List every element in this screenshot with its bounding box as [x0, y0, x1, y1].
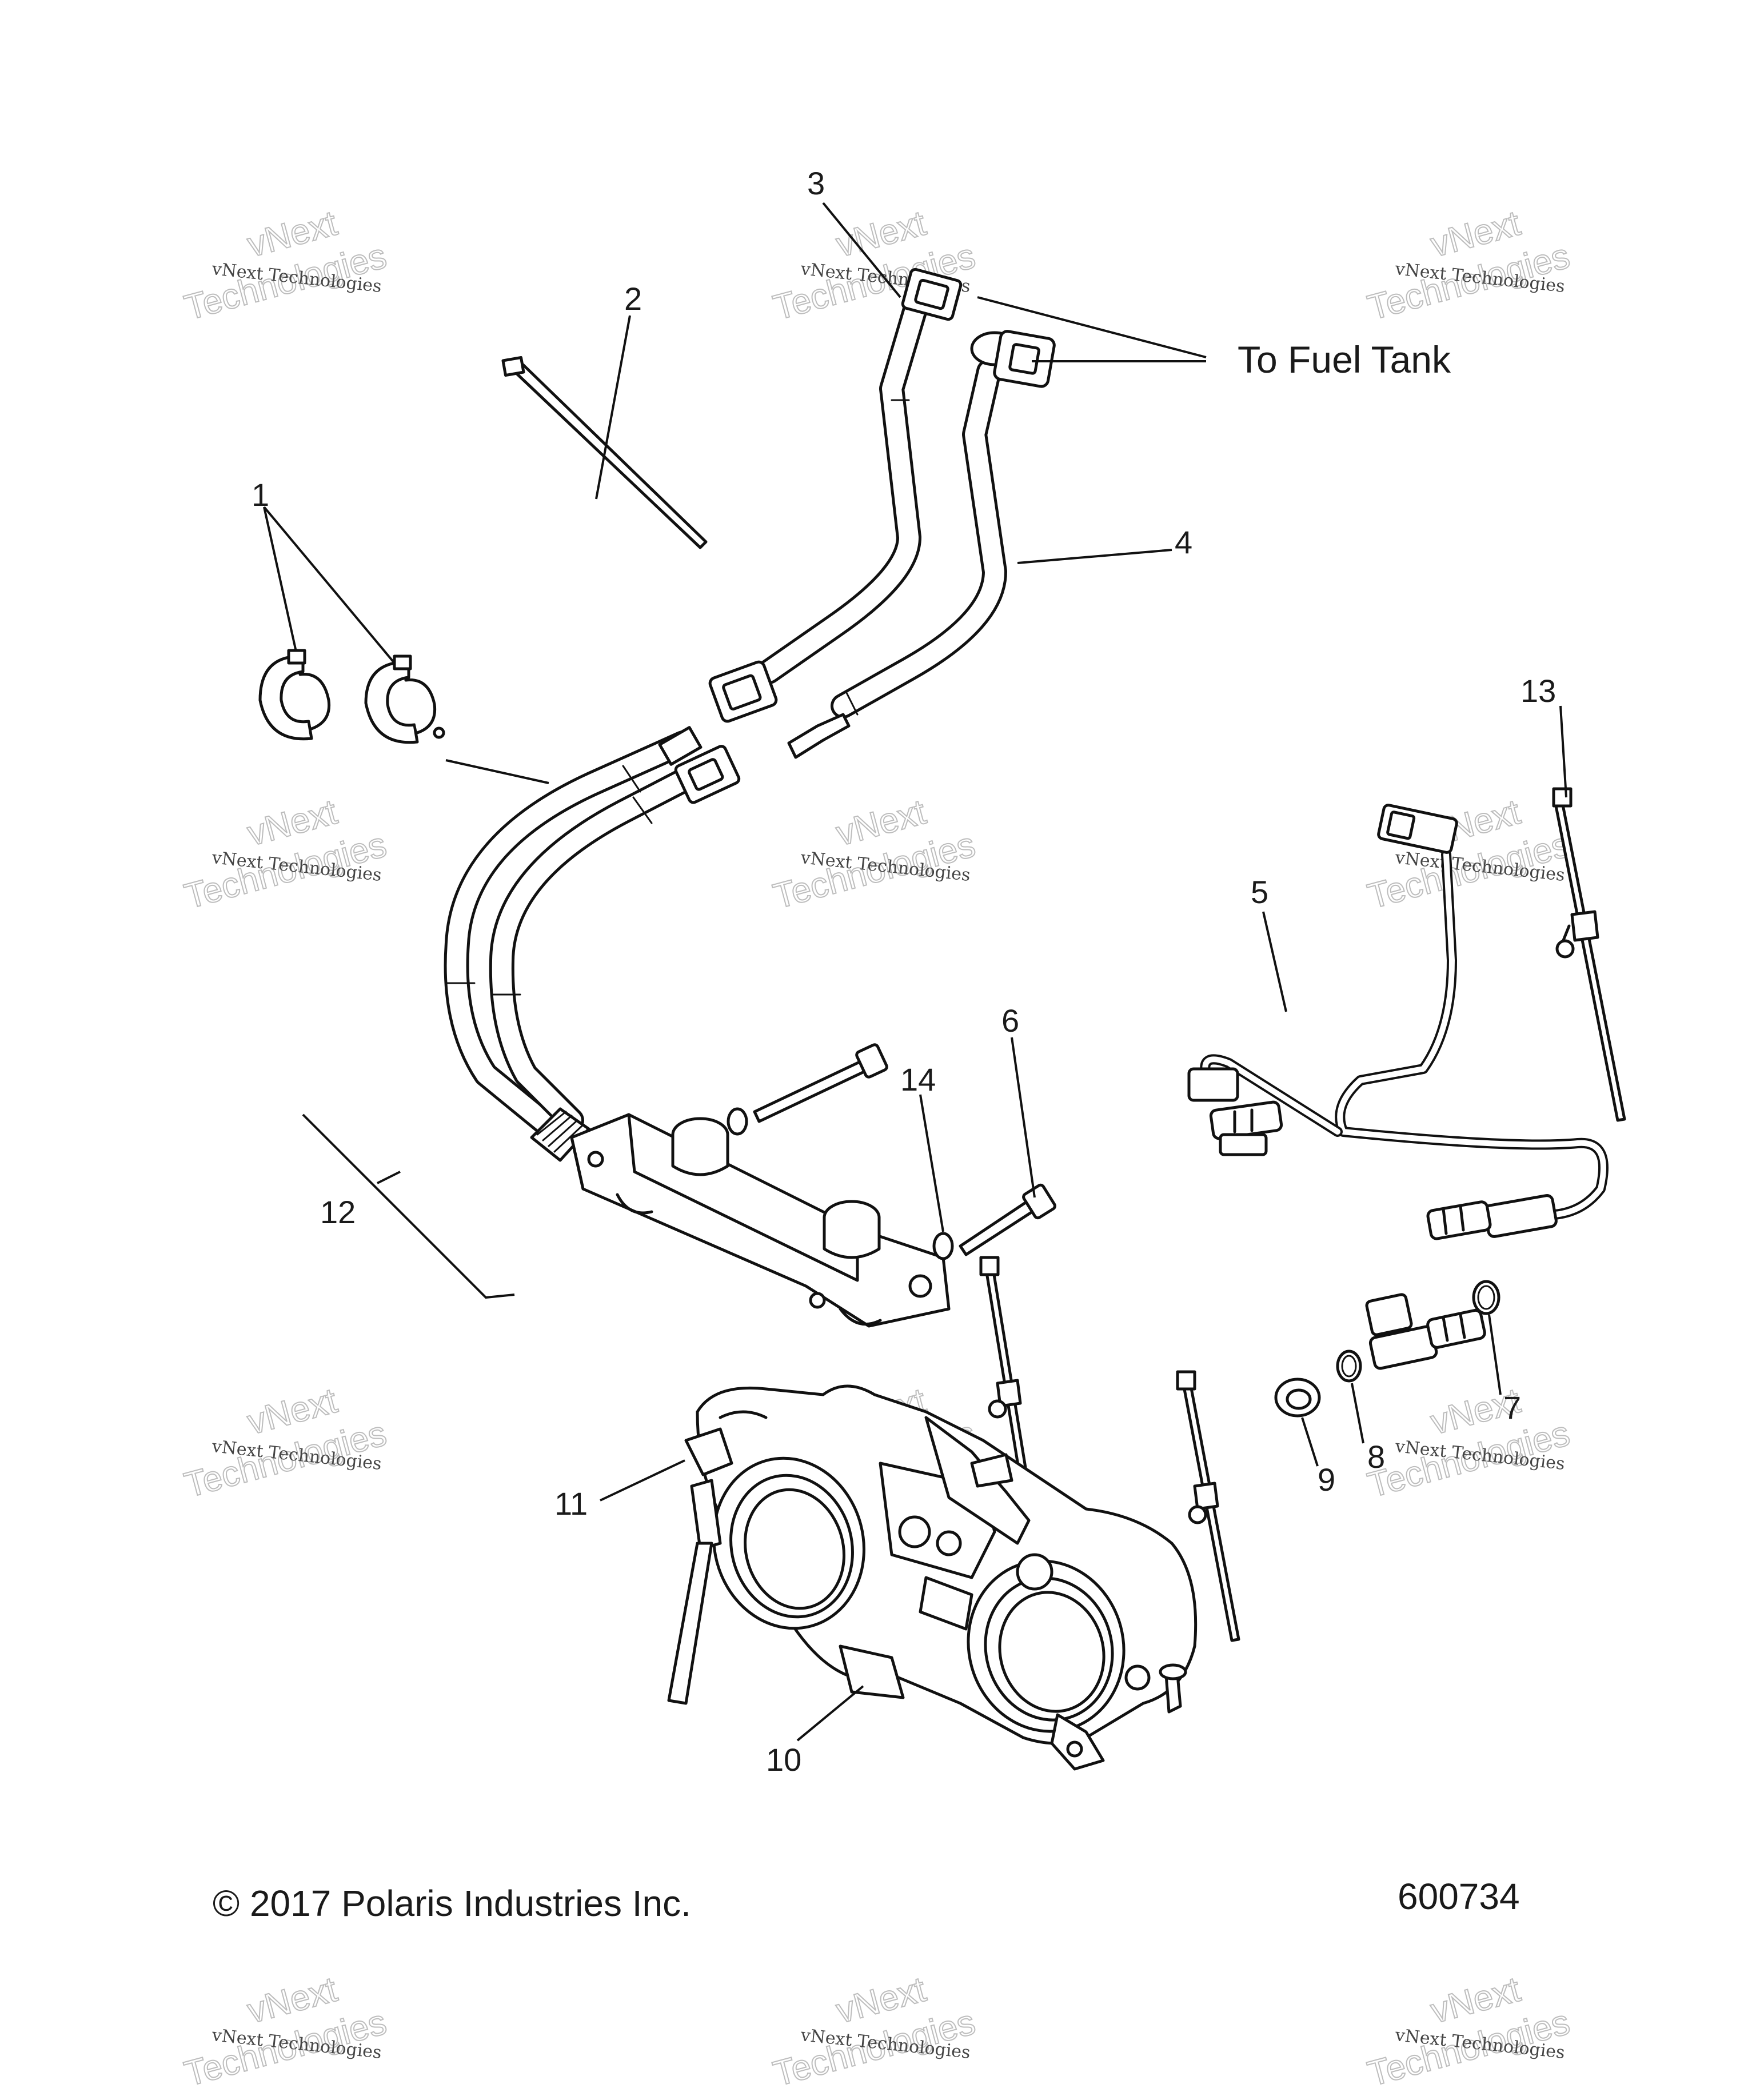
- fuel-line-part-3: [708, 268, 963, 723]
- figure-number: 600734: [1398, 1876, 1520, 1917]
- watermark: vNext Technologies vNext Technologies: [180, 203, 391, 329]
- watermark: vNext Technologies vNext Technologies: [769, 1969, 980, 2095]
- o-ring-part-8: [1336, 1350, 1362, 1383]
- fuel-injector-connected-left: [1187, 1067, 1283, 1156]
- fuel-rail: [530, 1107, 951, 1328]
- fuel-injector-connected-right: [1426, 1194, 1558, 1240]
- callout-3: 3: [807, 165, 825, 201]
- callout-10: 10: [766, 1742, 801, 1778]
- harness-connector: [1377, 804, 1458, 854]
- copyright-text: © 2017 Polaris Industries Inc.: [213, 1883, 691, 1924]
- fuel-rail-hoses: [444, 726, 741, 1139]
- watermark: vNext Technologies vNext Technologies: [1363, 1969, 1574, 2095]
- fuel-line-part-4: [787, 330, 1056, 759]
- cable-tie-throttle-right: [1176, 1370, 1240, 1642]
- fuel-injector-loose: [1365, 1293, 1486, 1370]
- quick-connector: [674, 745, 741, 804]
- callout-5: 5: [1251, 874, 1268, 910]
- watermark: vNext Technologies vNext Technologies: [1363, 1380, 1574, 1506]
- hose-clips-part-1: [258, 649, 445, 744]
- fuel-tank-connector: [970, 330, 1056, 388]
- washer-upper: [727, 1107, 748, 1136]
- leader-lines: [263, 202, 1567, 1742]
- watermarks: vNext Technologies vNext Technologies vN…: [180, 203, 1574, 2095]
- hose-clip: [258, 649, 331, 741]
- cable-tie-part-13: [1552, 787, 1626, 1122]
- watermark: vNext Technologies vNext Technologies: [180, 1380, 391, 1506]
- callout-4: 4: [1175, 524, 1192, 560]
- bolt-part-6: [959, 1183, 1056, 1256]
- quick-connector-top: [901, 268, 963, 321]
- watermark: vNext Technologies vNext Technologies: [1363, 203, 1574, 329]
- callout-7: 7: [1503, 1390, 1521, 1426]
- washer-part-14: [932, 1232, 954, 1260]
- injector-harness-part-5: [1187, 804, 1609, 1240]
- o-ring-part-7: [1472, 1280, 1500, 1315]
- callout-14: 14: [900, 1061, 936, 1097]
- callout-9: 9: [1318, 1462, 1335, 1498]
- hose-clip: [364, 654, 445, 744]
- watermark: vNext Technologies vNext Technologies: [180, 1969, 391, 2095]
- watermark: vNext Technologies vNext Technologies: [180, 792, 391, 917]
- quick-connector-bottom: [708, 660, 778, 723]
- seal-part-9: [1274, 1378, 1321, 1418]
- bolt-upper: [753, 1043, 888, 1123]
- callout-1: 1: [252, 477, 269, 513]
- throttle-body-part-10: [667, 1384, 1198, 1771]
- callout-13: 13: [1520, 673, 1556, 709]
- cable-tie-part-2: [501, 356, 708, 549]
- callout-8: 8: [1367, 1439, 1385, 1475]
- callout-labels: 1 2 3 4 5 6 7 8 9 10 11 12 13 14 To Fuel…: [252, 165, 1556, 1778]
- callout-to-fuel-tank: To Fuel Tank: [1238, 338, 1451, 381]
- watermark: vNext Technologies vNext Technologies: [769, 792, 980, 917]
- callout-2: 2: [624, 281, 642, 317]
- footer: © 2017 Polaris Industries Inc. 600734: [213, 1876, 1520, 1924]
- callout-12: 12: [320, 1194, 356, 1230]
- callout-6: 6: [1001, 1003, 1019, 1039]
- callout-11: 11: [554, 1486, 588, 1522]
